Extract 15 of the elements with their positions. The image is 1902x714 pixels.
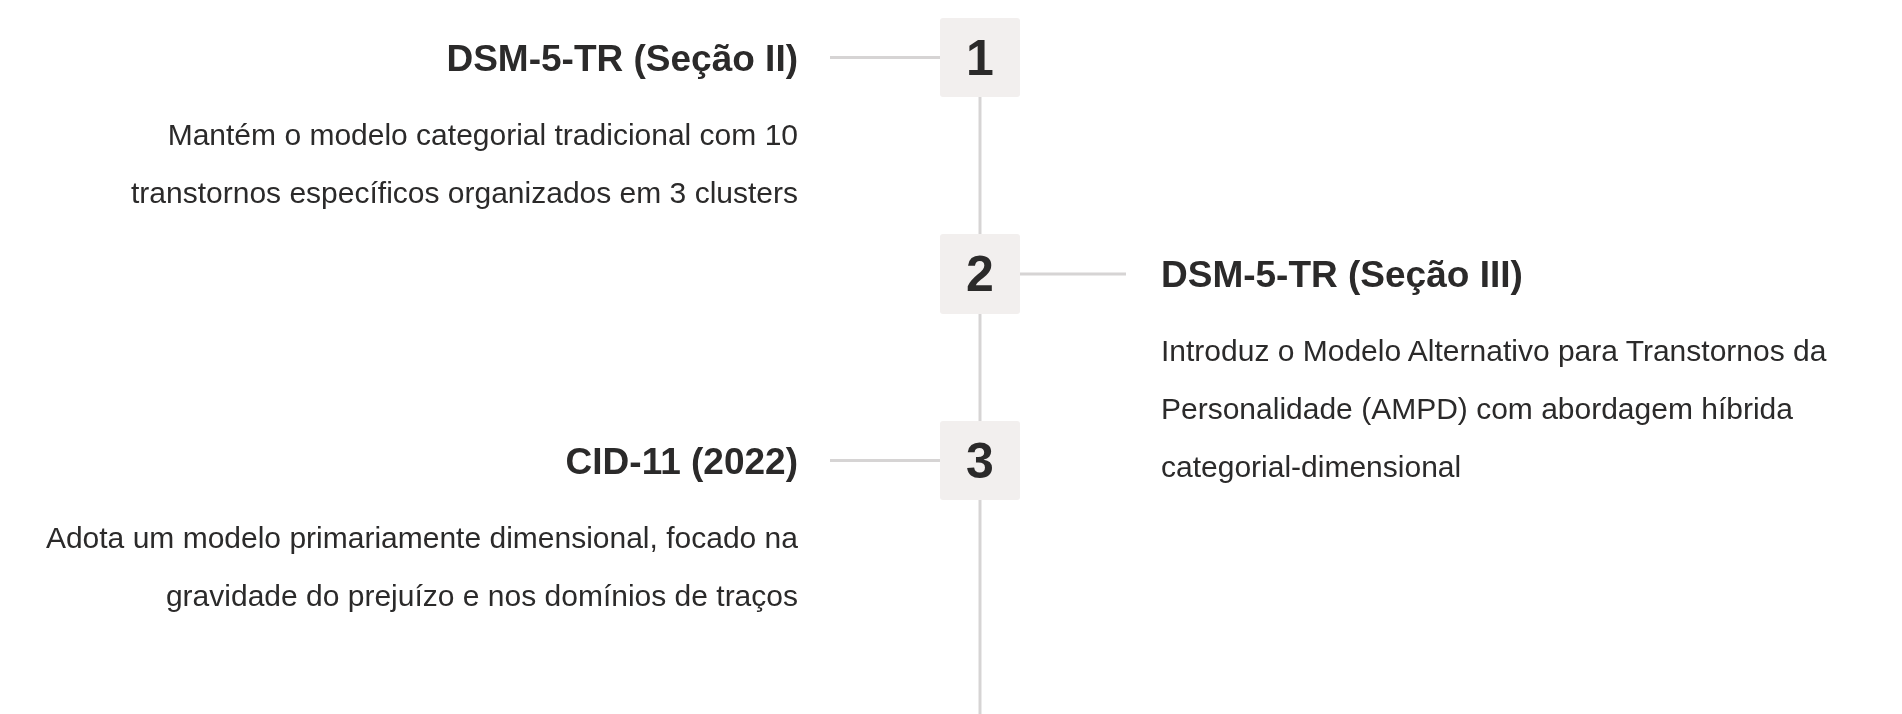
- connector-line: [1020, 272, 1126, 276]
- timeline-line: [978, 97, 982, 234]
- entry-title: DSM-5-TR (Seção II): [445, 37, 798, 81]
- timeline-line: [978, 500, 982, 714]
- timeline-line: [978, 314, 982, 421]
- step-number: 1: [940, 18, 1020, 97]
- entry-description: Introduz o Modelo Alternativo para Transtornos da Personalidade (AMPD) com abordagem híbrida categorial-dimensional: [1161, 333, 1828, 485]
- connector-line: [830, 459, 940, 462]
- entry-description: Adota um modelo primariamente dimensional, focado na gravidade do prejuízo e nos domínios de traços: [44, 520, 798, 614]
- step-number: 2: [940, 234, 1020, 314]
- entry-description: Mantém o modelo categorial tradicional com 10 transtornos específicos organizados em 3 clusters: [130, 117, 798, 211]
- entry-title: CID-11 (2022): [564, 440, 798, 484]
- entry-title: DSM-5-TR (Seção III): [1161, 253, 1524, 297]
- step-number: 3: [940, 421, 1020, 500]
- connector-line: [830, 56, 940, 59]
